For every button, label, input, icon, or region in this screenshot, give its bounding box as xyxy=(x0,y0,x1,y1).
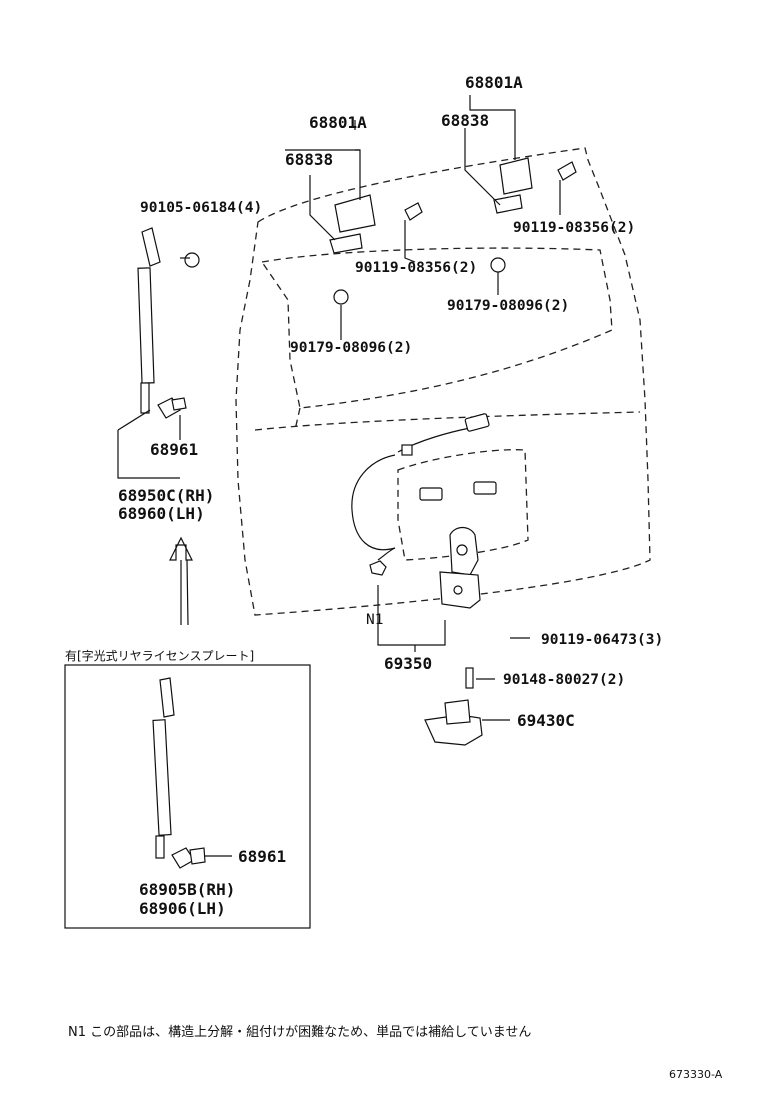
label-hinge-left: 68838 xyxy=(285,150,333,169)
screw-mid xyxy=(404,202,423,221)
stud-inset xyxy=(189,847,206,865)
wire-harness xyxy=(351,413,490,576)
label-screw-striker: 90148-80027(2) xyxy=(503,672,625,688)
label-note-mark: N1 xyxy=(366,612,383,628)
hinge-right xyxy=(493,157,533,214)
inset-panel xyxy=(64,664,311,929)
screw-right xyxy=(557,161,577,181)
license-lamp-left xyxy=(419,487,443,501)
label-striker: 69430C xyxy=(517,711,575,730)
label-screw-right: 90119-08356(2) xyxy=(513,220,635,236)
inset-title: 有[字光式リヤライセンスプレート] xyxy=(65,648,254,663)
label-lock-assy: 69350 xyxy=(384,654,432,673)
label-hinge-top: 68838 xyxy=(441,111,489,130)
cap-left xyxy=(333,289,349,305)
label-strut-lh-inset: 68906(LH) xyxy=(139,899,226,918)
hinge-left xyxy=(329,194,376,254)
label-cap-right: 90179-08096(2) xyxy=(447,298,569,314)
label-bolt-lock: 90119-06473(3) xyxy=(541,632,663,648)
striker-part xyxy=(424,667,483,746)
figure-code: 673330-A xyxy=(669,1068,723,1081)
back-door-outline xyxy=(235,147,651,616)
footnote: N1 この部品は、構造上分解・組付けが困難なため、単品では補給していません xyxy=(68,1024,531,1040)
label-bolt-strut: 90105-06184(4) xyxy=(140,200,262,216)
label-strut-lh-main: 68960(LH) xyxy=(118,504,205,523)
label-stud-inset: 68961 xyxy=(238,847,286,866)
view-arrow xyxy=(169,536,193,626)
label-cap-left: 90179-08096(2) xyxy=(290,340,412,356)
back-door-lock xyxy=(439,526,481,609)
leader-lines xyxy=(117,95,561,721)
cap-mid xyxy=(490,257,506,273)
damper-stay-inset xyxy=(152,677,195,869)
stud-main xyxy=(171,397,187,411)
bolt-strut xyxy=(184,252,200,268)
label-stud-main: 68961 xyxy=(150,440,198,459)
label-screw-mid: 90119-08356(2) xyxy=(355,260,477,276)
damper-stay-main xyxy=(137,227,181,419)
label-hinge-assy-left: 68801A xyxy=(309,113,367,132)
label-strut-rh-inset: 68905B(RH) xyxy=(139,880,235,899)
label-strut-rh-main: 68950C(RH) xyxy=(118,486,214,505)
license-lamp-right xyxy=(473,481,497,495)
label-hinge-assy-top: 68801A xyxy=(465,73,523,92)
